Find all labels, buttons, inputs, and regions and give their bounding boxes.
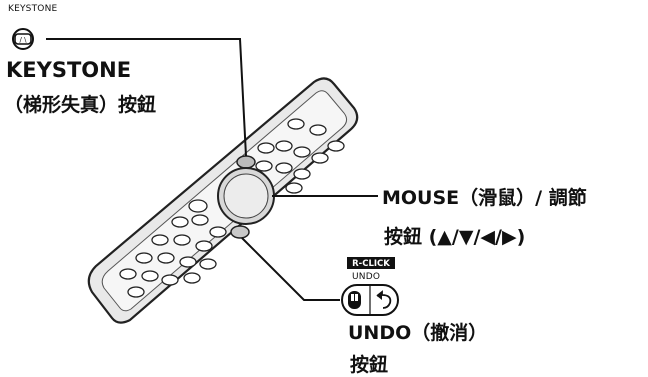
- keystone-small-label: KEYSTONE: [8, 4, 58, 14]
- undo-label-line2: 按鈕: [350, 354, 389, 376]
- mouse-icon: [348, 291, 361, 309]
- keystone-button-icon: / \: [12, 28, 34, 50]
- keystone-title: KEYSTONE: [6, 58, 132, 82]
- svg-text:/ \: / \: [20, 36, 28, 44]
- keystone-chinese-label: （梯形失真）按鈕: [4, 94, 157, 116]
- undo-button-icon: [341, 284, 399, 316]
- rclick-badge: R-CLICK: [347, 257, 395, 269]
- undo-arrow-icon: [376, 290, 392, 309]
- undo-leader-line: [241, 237, 340, 301]
- remote-control: [87, 77, 359, 324]
- svg-text:R-CLICK: R-CLICK: [352, 259, 390, 269]
- undo-small-label: UNDO: [352, 272, 381, 282]
- mouse-label-line1: MOUSE（滑鼠）/ 調節: [382, 187, 587, 209]
- keystone-leader-line: [46, 38, 247, 157]
- undo-label-line1: UNDO（撤消）: [348, 322, 488, 344]
- mouse-label-line2: 按鈕 (▲/▼/◀/▶): [384, 226, 526, 248]
